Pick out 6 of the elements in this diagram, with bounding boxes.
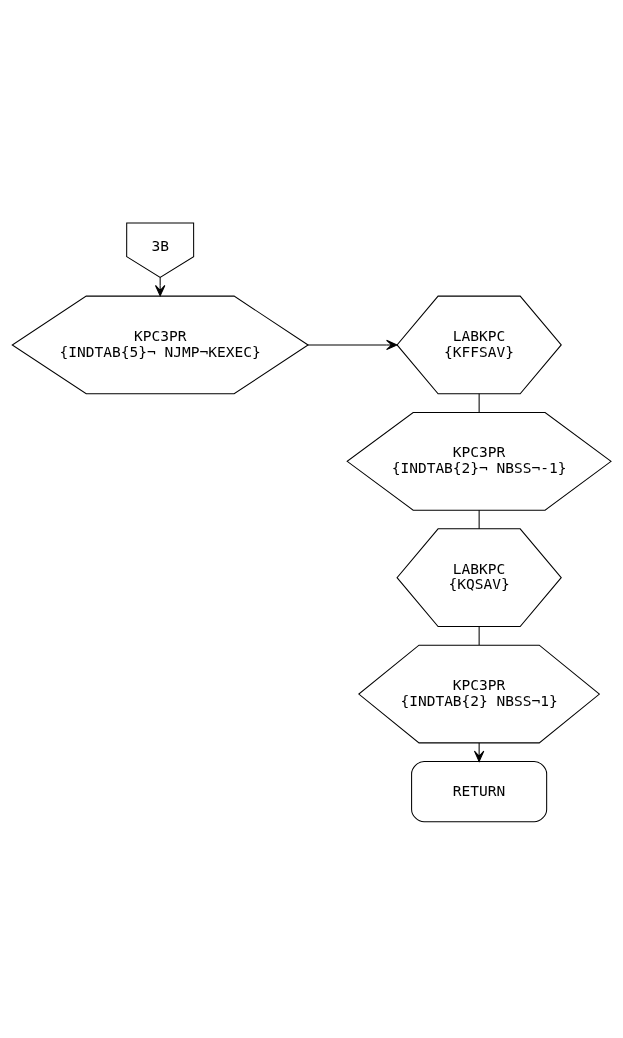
connector — [478, 625, 480, 646]
node-box: RETURN — [411, 760, 548, 822]
connector — [478, 509, 480, 529]
arrow — [473, 741, 485, 762]
connector — [478, 392, 480, 413]
arrow — [307, 339, 398, 350]
